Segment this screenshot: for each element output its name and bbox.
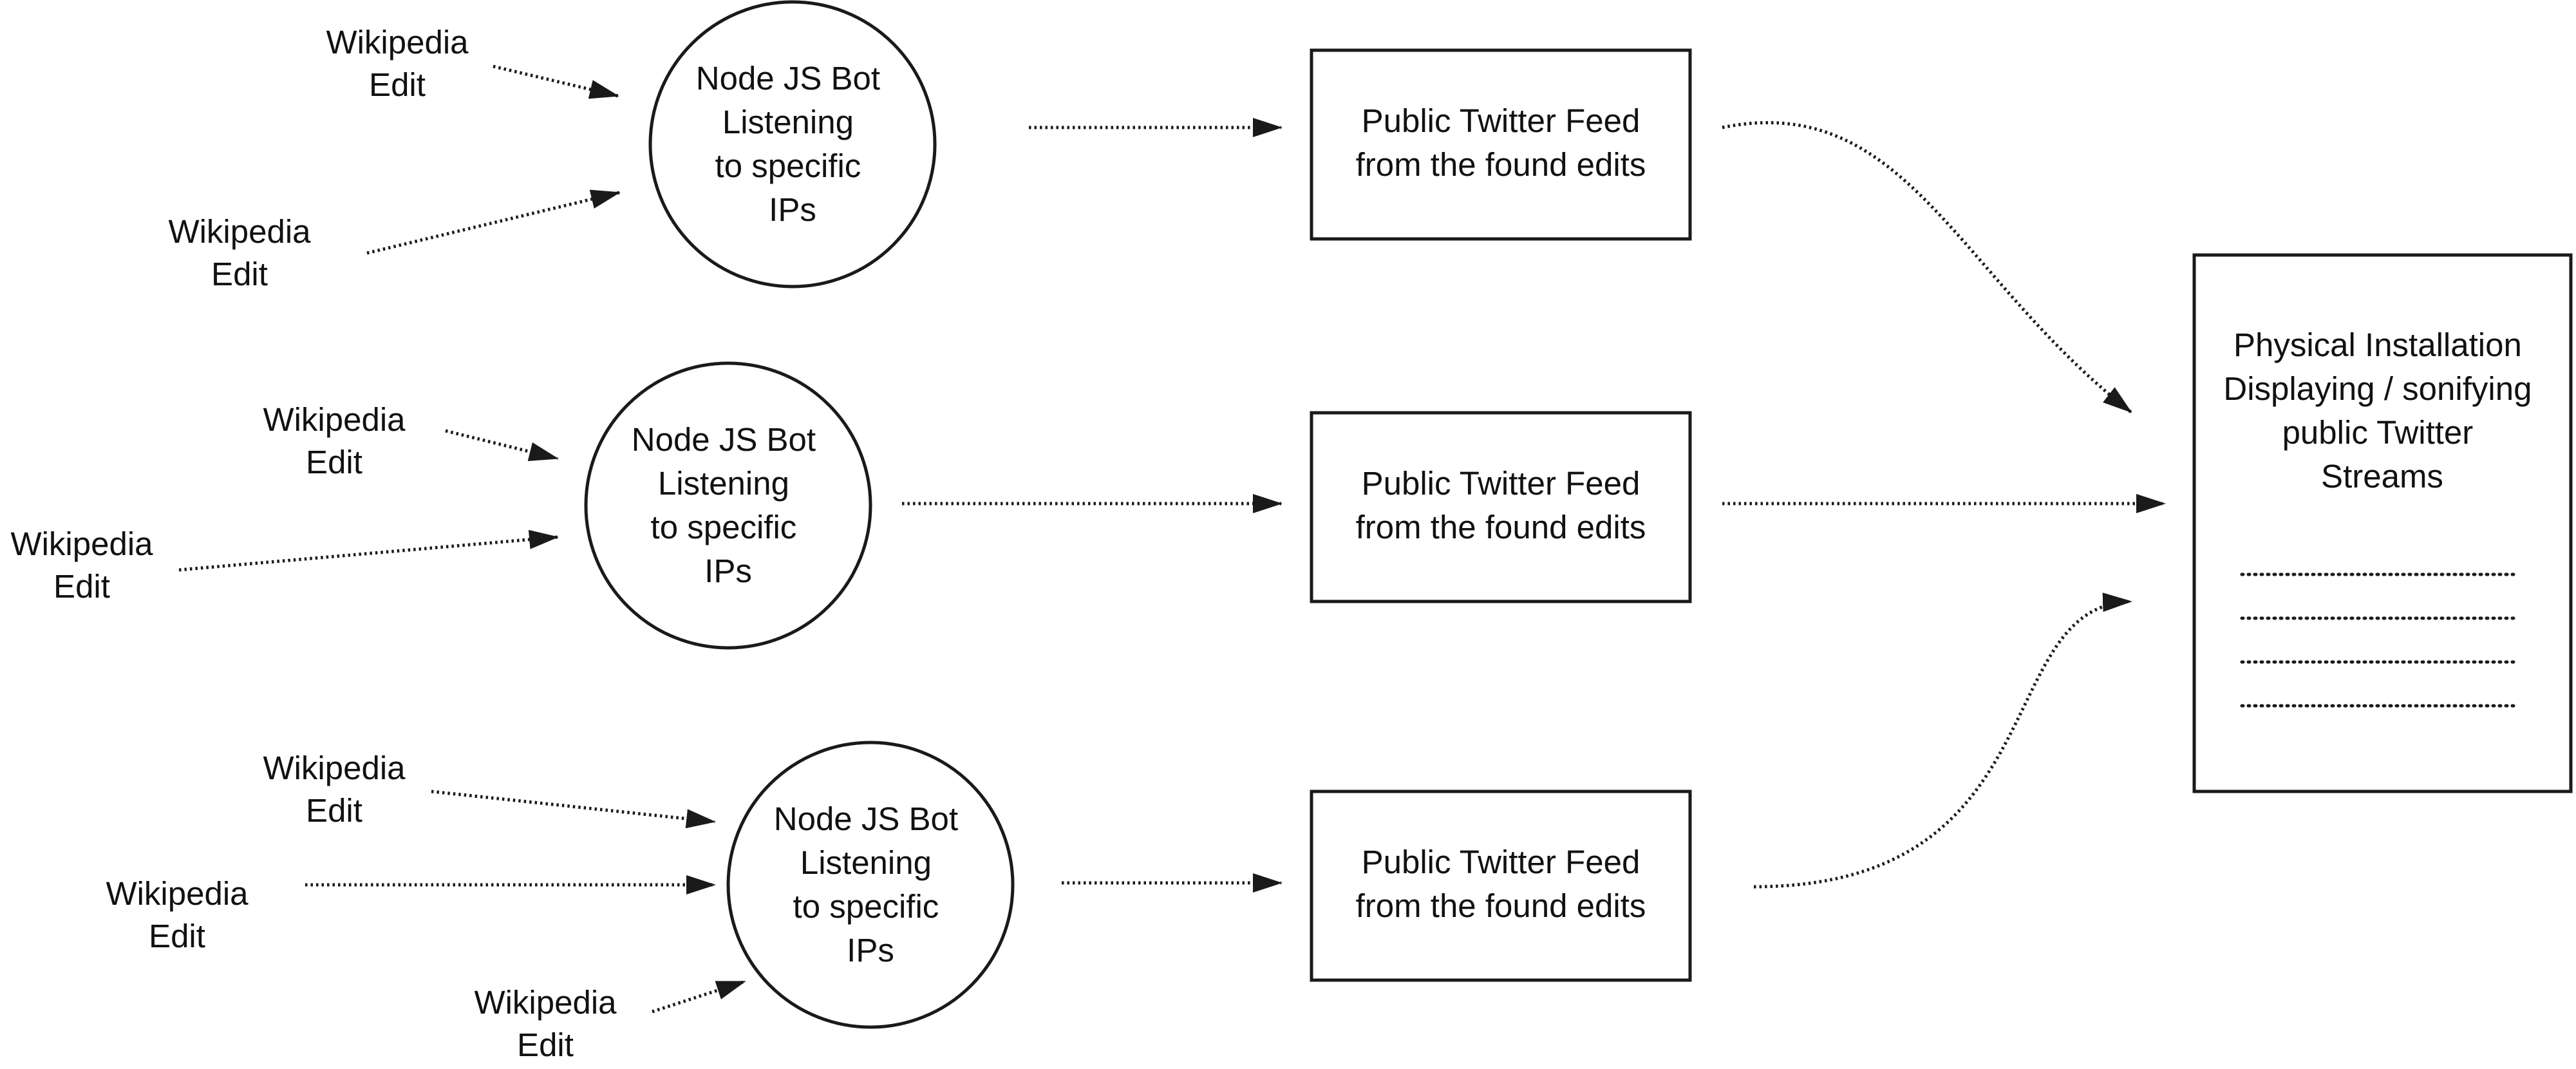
- edit-to-bot-arrow: [445, 429, 559, 462]
- feed-to-installation-arrow: [1722, 121, 2132, 413]
- node-js-bot-node: Node JS Bot Listening to specific IPs: [584, 361, 872, 650]
- edit-to-bot-arrow: [652, 979, 746, 1014]
- node-js-bot-node: Node JS Bot Listening to specific IPs: [726, 741, 1015, 1029]
- feed-to-installation-arrow: [1753, 592, 2132, 889]
- node-js-bot-node: Node JS Bot Listening to specific IPs: [648, 0, 937, 289]
- svg-text:Node JS Bot Listening: Node JS Bot Listening to specific IPs: [774, 800, 968, 969]
- svg-text:Physical Installation Di: Physical Installation Displaying / sonif…: [2223, 326, 2541, 495]
- svg-text:Node JS Bot Listening: Node JS Bot Listening to specific IPs: [632, 421, 825, 589]
- edit-to-bot-arrow: [178, 529, 559, 572]
- edit-to-bot-arrow: [366, 189, 621, 255]
- edit-to-bot-arrow: [431, 790, 716, 829]
- edit-to-bot-arrow: [493, 64, 619, 99]
- svg-text:Node JS Bot Listening: Node JS Bot Listening to specific IPs: [696, 60, 890, 228]
- physical-installation-node: Physical Installation Displaying / sonif…: [2192, 253, 2573, 793]
